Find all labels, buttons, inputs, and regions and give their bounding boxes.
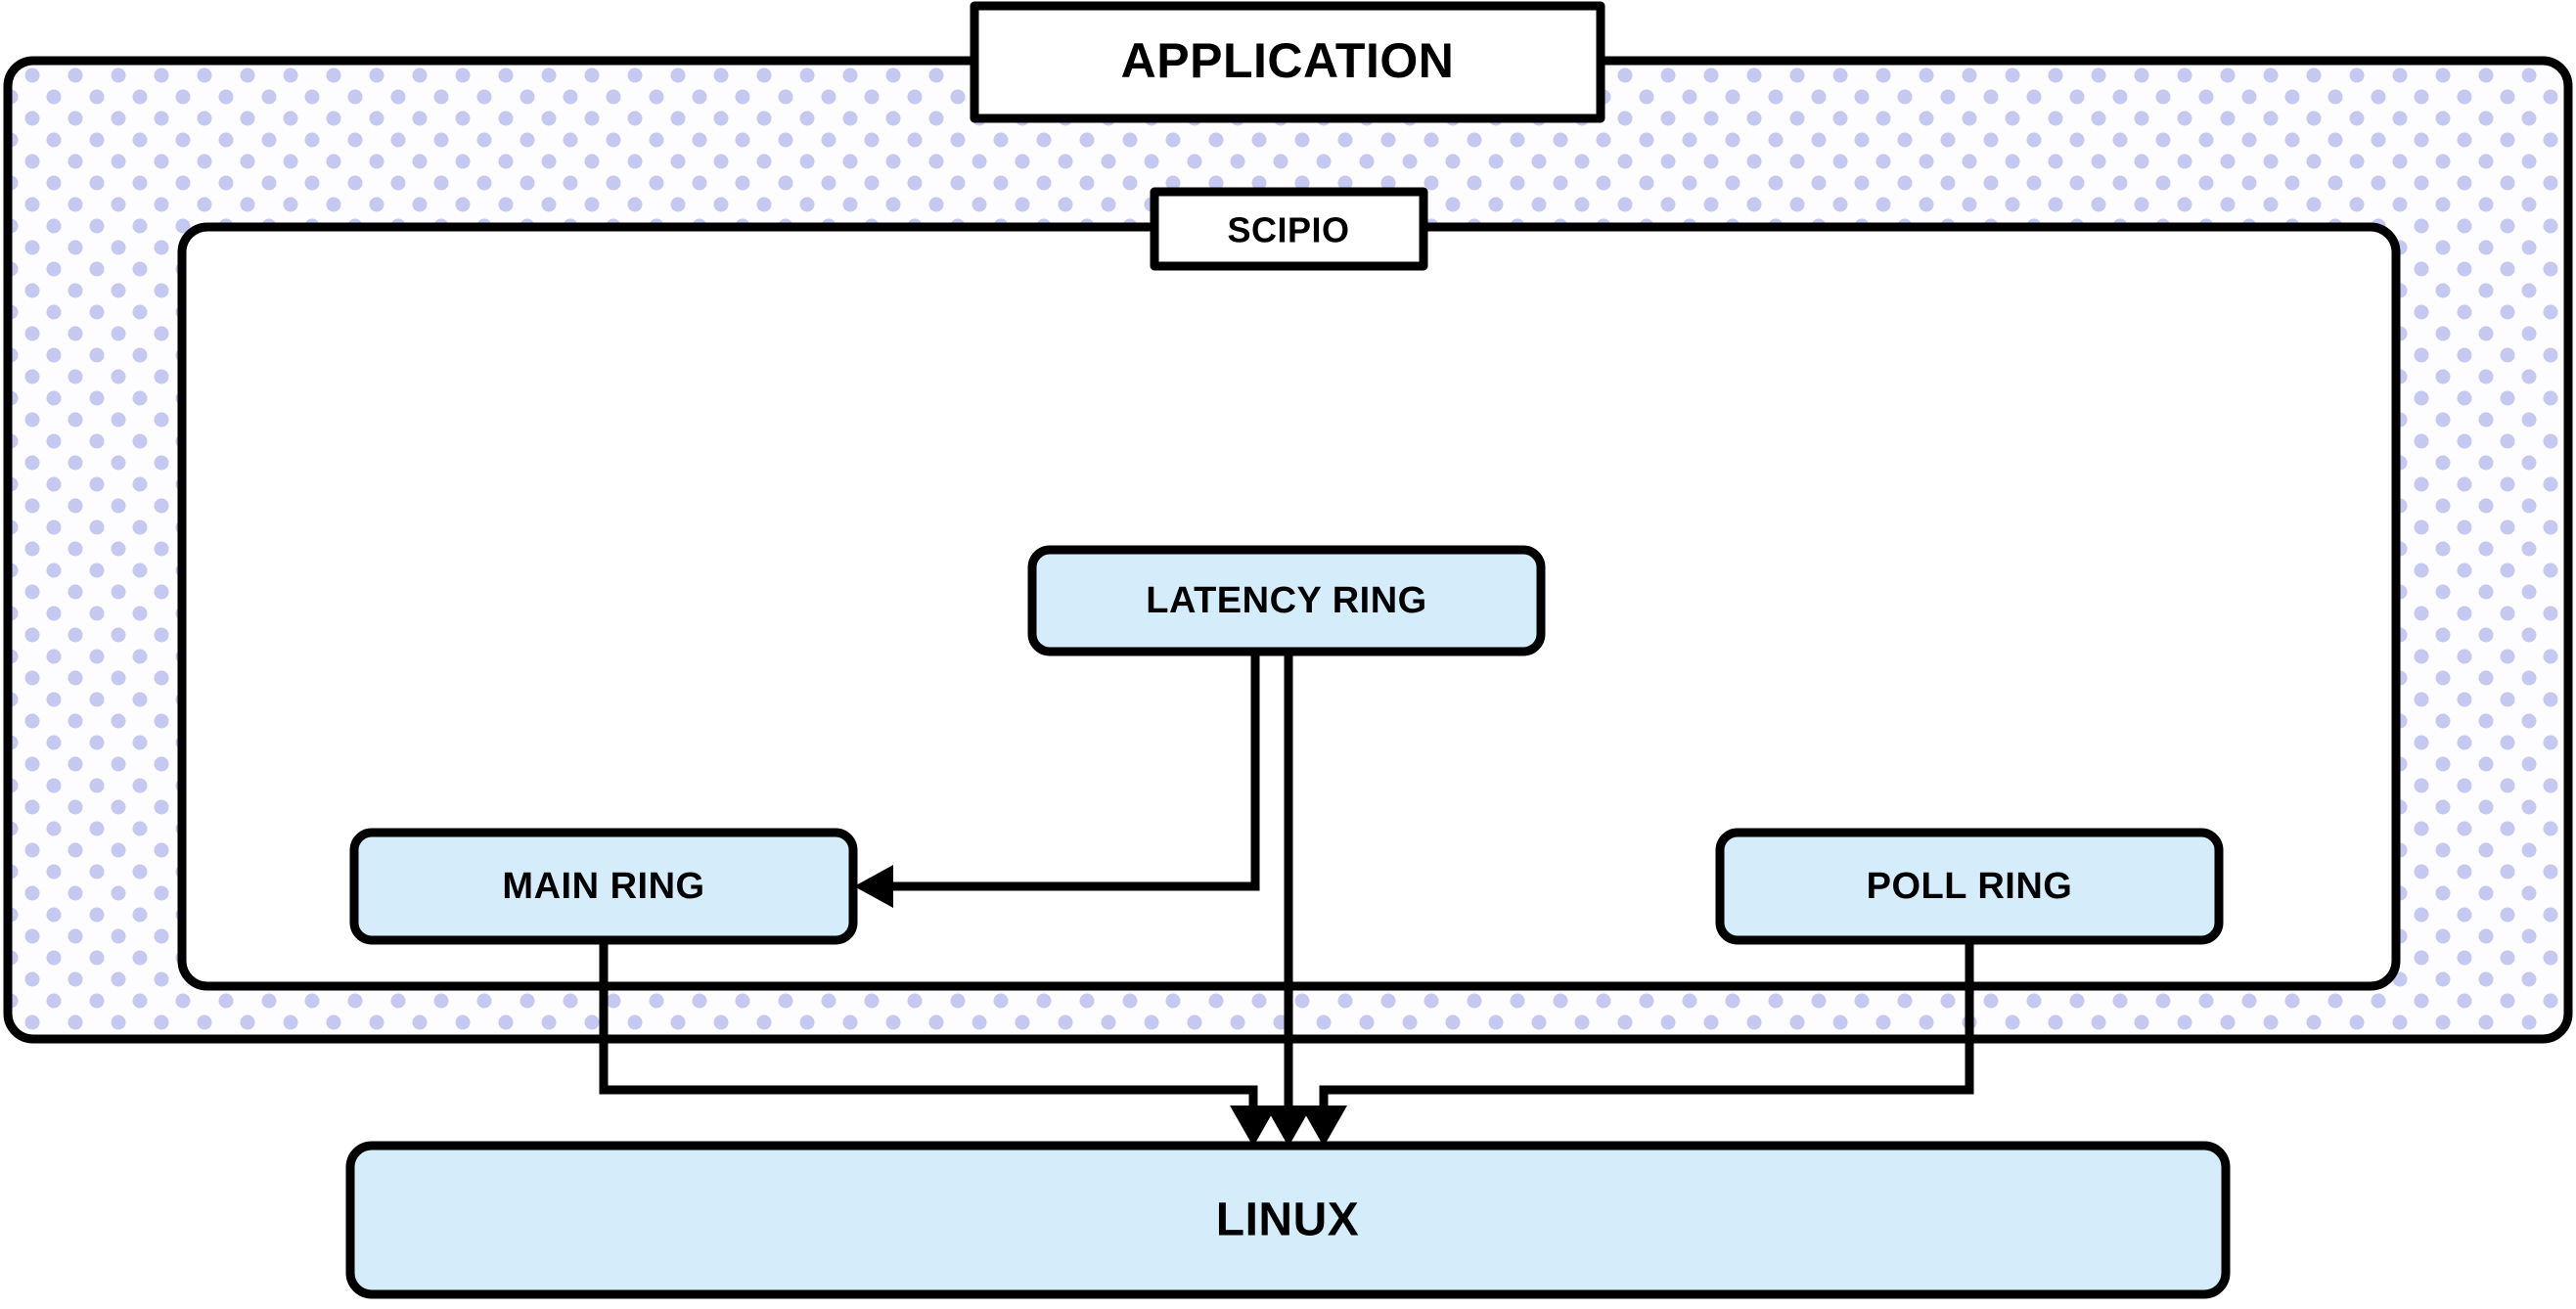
main-ring-node-label: MAIN RING [502,866,704,907]
latency-ring-node-box[interactable] [1027,545,1546,656]
application-node-box[interactable] [970,1,1605,123]
application-node-label: APPLICATION [1121,33,1455,88]
poll-ring-node[interactable]: POLL RING [1715,828,2224,945]
scipio-node-box[interactable] [1150,187,1428,271]
latency-ring-node[interactable]: LATENCY RING [1027,545,1546,656]
latency-ring-to-main-ring-line [876,651,1260,891]
scipio-node[interactable]: SCIPIO [1150,187,1428,271]
linux-node[interactable]: LINUX [345,1141,2231,1299]
poll-ring-to-linux-line [1319,944,1974,1115]
linux-node-label: LINUX [1216,1195,1360,1246]
scipio-node-label: SCIPIO [1227,210,1349,250]
latency-ring-to-main-ring-arrowhead [854,865,893,908]
main-ring-to-linux-arrowhead [1230,1106,1277,1147]
main-ring-node-box[interactable] [349,828,858,945]
main-ring-to-linux-line [599,944,1258,1115]
linux-node-box[interactable] [345,1141,2231,1299]
main-ring-node[interactable]: MAIN RING [349,828,858,945]
poll-ring-to-linux-arrowhead [1300,1106,1347,1147]
latency-ring-node-label: LATENCY RING [1146,580,1427,621]
connectors-group [599,651,1974,1147]
poll-ring-node-label: POLL RING [1867,866,2073,907]
latency-ring-to-linux-arrowhead [1265,1106,1312,1147]
application-node[interactable]: APPLICATION [970,1,1605,123]
poll-ring-node-box[interactable] [1715,828,2224,945]
